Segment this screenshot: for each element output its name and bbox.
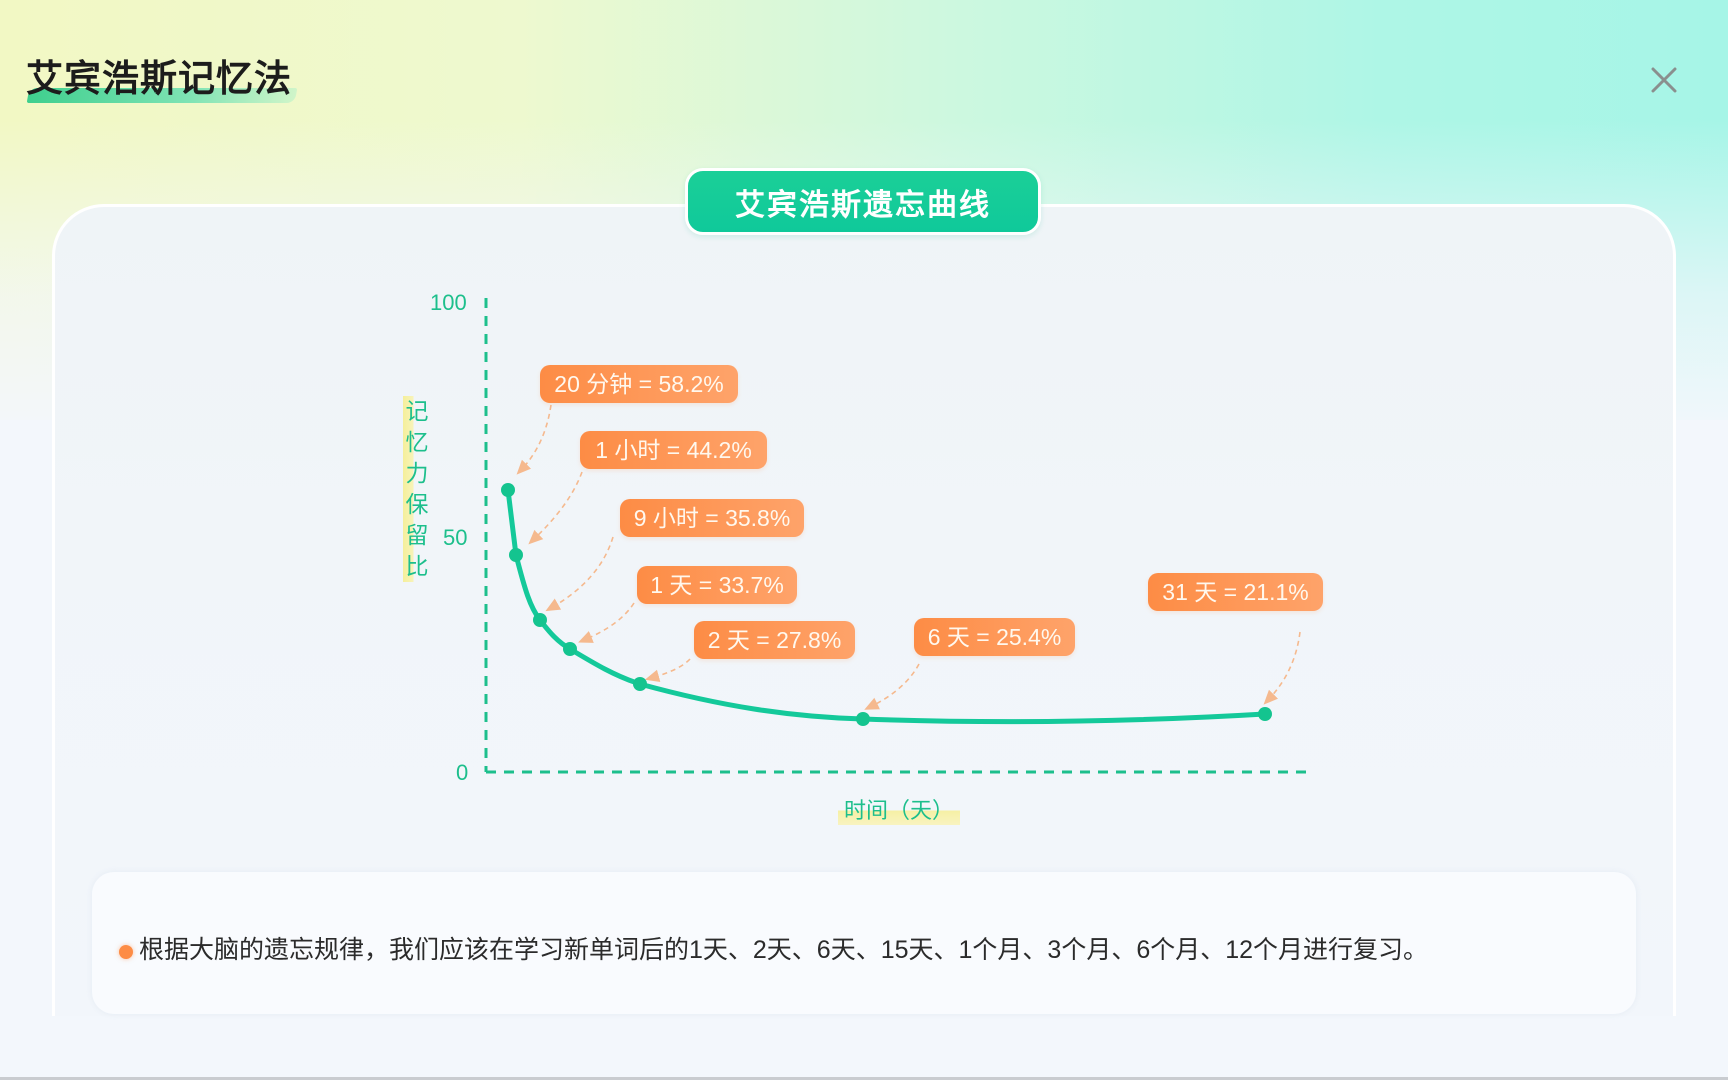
y-label-char: 保	[405, 491, 429, 517]
data-label-1day: 1 天 = 33.7%	[637, 566, 797, 604]
data-points	[501, 483, 1272, 726]
page-header: 艾宾浩斯记忆法	[26, 56, 298, 103]
y-label-char: 记	[405, 398, 429, 424]
data-label-9hours: 9 小时 = 35.8%	[620, 499, 804, 537]
page-title: 艾宾浩斯记忆法	[26, 58, 292, 99]
review-tip-text: 根据大脑的遗忘规律，我们应该在学习新单词后的1天、2天、6天、15天、1个月、3…	[139, 936, 1429, 964]
leader-arrows	[516, 404, 1301, 710]
data-label-2days: 2 天 = 27.8%	[694, 621, 855, 659]
x-axis-label: 时间（天）	[838, 793, 961, 825]
bottom-divider	[0, 1077, 1728, 1080]
data-label-31days: 31 天 = 21.1%	[1148, 573, 1323, 611]
y-tick-0: 0	[456, 760, 469, 785]
bullet-dot-icon	[119, 945, 133, 959]
y-axis-label: 记 忆 力 保 留 比	[403, 396, 431, 582]
y-label-char: 比	[405, 553, 429, 579]
y-tick-50: 50	[443, 525, 468, 550]
close-icon	[1651, 67, 1677, 93]
y-label-char: 留	[405, 522, 429, 548]
review-tip-box	[92, 872, 1636, 1014]
data-label-20min: 20 分钟 = 58.2%	[540, 365, 738, 403]
y-label-char: 力	[405, 460, 429, 486]
chart-heading-badge: 艾宾浩斯遗忘曲线	[685, 168, 1041, 235]
y-tick-100: 100	[430, 290, 467, 315]
data-label-6days: 6 天 = 25.4%	[914, 618, 1075, 656]
y-label-char: 忆	[405, 429, 429, 455]
close-button[interactable]	[1648, 64, 1680, 96]
data-label-1hour: 1 小时 = 44.2%	[580, 431, 767, 469]
